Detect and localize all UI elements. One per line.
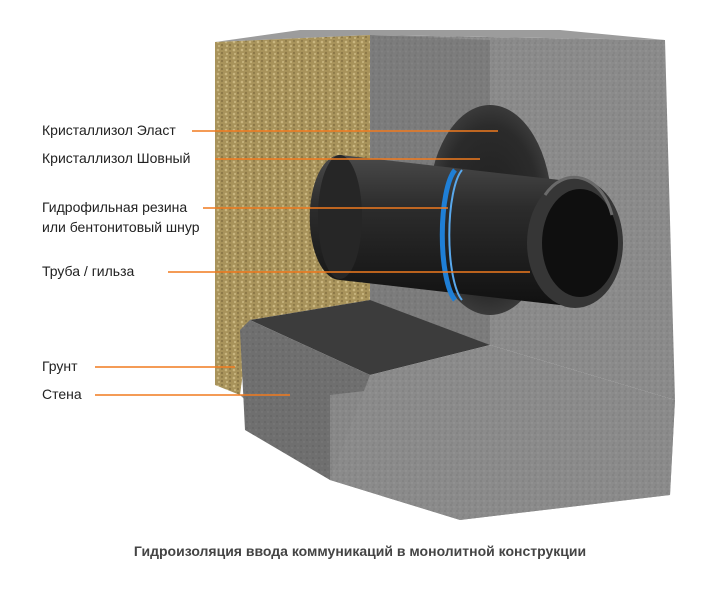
pipe-body [309,155,593,305]
hydrophilic-rubber-ring [439,168,457,302]
pipe-rim-highlight [543,175,614,216]
label-soil: Грунт [42,358,78,374]
label-kristallizol-elast: Кристаллизол Эласт [42,122,176,138]
label-kristallizol-shovny: Кристаллизол Шовный [42,150,191,166]
pipe-back-end [318,155,362,279]
floor-top-face [250,300,490,375]
soil-block [215,35,370,395]
label-rubber-line1: Гидрофильная резина [42,199,188,215]
label-rubber-line2: или бентонитовый шнур [42,219,200,235]
figure-caption: Гидроизоляция ввода коммуникаций в монол… [133,543,587,559]
pipe-front-opening [542,189,618,297]
block-front-face [330,380,675,520]
leader-lines [95,130,530,396]
hydrophilic-rubber-ring-highlight [448,169,463,301]
label-wall: Стена [42,386,82,402]
wall-top-edge [215,30,665,42]
label-pipe: Труба / гильза [42,263,135,279]
